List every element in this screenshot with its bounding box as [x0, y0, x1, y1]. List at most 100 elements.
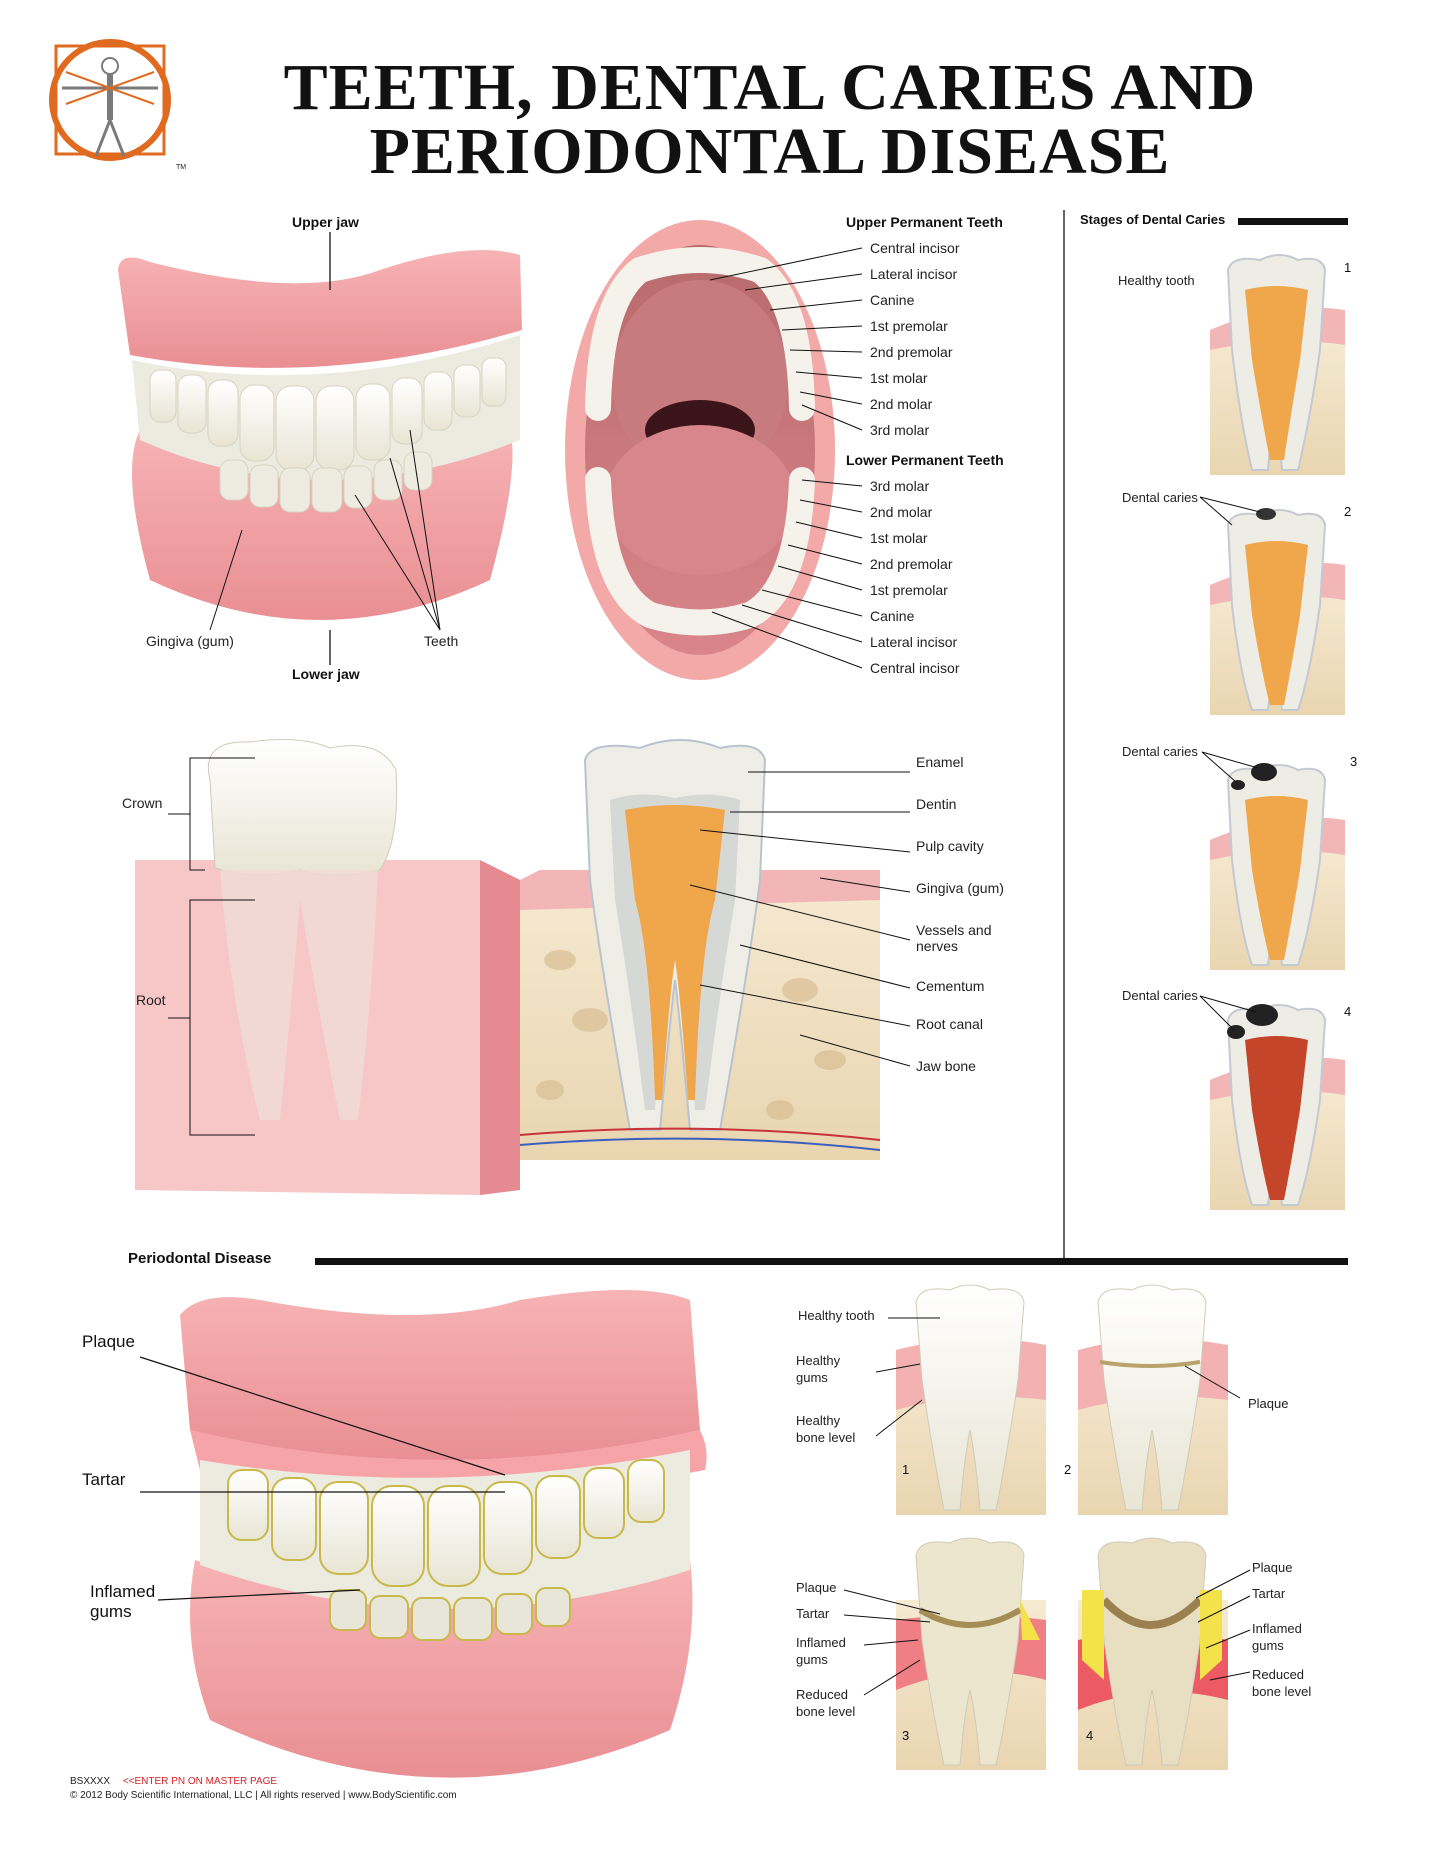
root-label: Root — [136, 992, 166, 1008]
p4-inflamed-line-1: Inflamed — [1252, 1621, 1302, 1636]
upper-tooth-label: Lateral incisor — [870, 266, 958, 282]
periodontal-panel-1-illustration — [875, 1284, 1046, 1515]
gingiva-section-label: Gingiva (gum) — [916, 880, 1004, 896]
footer-code-line: BSXXXX <<ENTER PN ON MASTER PAGE — [70, 1776, 277, 1787]
p1-healthy-tooth-label: Healthy tooth — [798, 1308, 875, 1323]
root-canal-label: Root canal — [916, 1016, 983, 1032]
lower-jaw-label: Lower jaw — [292, 666, 360, 682]
p1-gums-line-2: gums — [796, 1370, 828, 1385]
inflamed-line-1: Inflamed — [90, 1582, 156, 1601]
caries-heading: Stages of Dental Caries — [1080, 212, 1226, 227]
pulp-cavity-label: Pulp cavity — [916, 838, 984, 854]
gingiva-label: Gingiva (gum) — [146, 633, 234, 649]
tartar-label: Tartar — [82, 1470, 126, 1489]
dentin-label: Dentin — [916, 796, 957, 812]
upper-tooth-label: 3rd molar — [870, 422, 930, 438]
caries-stage-4-label: Dental caries — [1122, 988, 1198, 1003]
inflamed-gums-label: Inflamed gums — [90, 1582, 155, 1622]
upper-jaw-label: Upper jaw — [292, 214, 359, 230]
periodontal-heading: Periodontal Disease — [128, 1250, 272, 1267]
upper-tooth-label: 1st premolar — [870, 318, 948, 334]
periodontal-heading-bar — [315, 1258, 1348, 1265]
lower-tooth-label: 1st molar — [870, 530, 928, 546]
lower-tooth-label: Canine — [870, 608, 915, 624]
upper-tooth-label: 2nd molar — [870, 396, 933, 412]
caries-stage-3-label: Dental caries — [1122, 744, 1198, 759]
lower-tooth-label: 1st premolar — [870, 582, 948, 598]
p4-reduced-line-1: Reduced — [1252, 1667, 1305, 1682]
p4-tartar-label: Tartar — [1252, 1586, 1286, 1601]
upper-teeth-heading: Upper Permanent Teeth — [846, 214, 1003, 230]
caries-stage-2-number: 2 — [1344, 504, 1352, 519]
periodontal-panel-2-illustration — [1078, 1284, 1241, 1515]
p3-reduced-line-2: bone level — [796, 1704, 856, 1719]
p3-inflamed-line-2: gums — [796, 1652, 828, 1667]
p1-gums-line-1: Healthy — [796, 1353, 841, 1368]
lower-tooth-label: Central incisor — [870, 660, 960, 676]
cementum-label: Cementum — [916, 978, 985, 994]
p1-healthy-gums-label: Healthy gums — [796, 1352, 840, 1386]
p1-number: 1 — [902, 1462, 910, 1477]
p3-number: 3 — [902, 1728, 910, 1743]
footer-code: BSXXXX — [70, 1776, 111, 1787]
upper-tooth-label: 2nd premolar — [870, 344, 953, 360]
periodontal-jaw-illustration — [139, 1290, 707, 1778]
caries-stage-1-number: 1 — [1344, 260, 1352, 275]
p4-reduced-label: Reduced bone level — [1252, 1666, 1311, 1700]
p4-plaque-label: Plaque — [1252, 1560, 1293, 1575]
caries-stage-4-number: 4 — [1344, 1004, 1352, 1019]
jaw-illustration — [118, 232, 522, 665]
caries-heading-bar — [1238, 218, 1348, 225]
p3-plaque-label: Plaque — [796, 1580, 837, 1595]
caries-stage-2-illustration — [1199, 496, 1345, 715]
inflamed-line-2: gums — [90, 1602, 132, 1621]
vessels-label: Vessels and — [916, 922, 992, 938]
lower-tooth-label: 2nd molar — [870, 504, 933, 520]
upper-tooth-label: 1st molar — [870, 370, 928, 386]
tooth-anatomy-illustration — [135, 739, 911, 1195]
p1-bone-line-2: bone level — [796, 1430, 856, 1445]
p2-plaque-label: Plaque — [1248, 1396, 1289, 1411]
open-mouth-illustration — [565, 220, 863, 680]
lower-teeth-heading: Lower Permanent Teeth — [846, 452, 1004, 468]
page-title: TEETH, DENTAL CARIES AND PERIODONTAL DIS… — [250, 51, 1290, 188]
caries-stage-2-label: Dental caries — [1122, 490, 1198, 505]
p3-inflamed-line-1: Inflamed — [796, 1635, 846, 1650]
vitruvian-logo-icon — [49, 39, 171, 161]
footer-enter-pn: <<ENTER PN ON MASTER PAGE — [122, 1776, 278, 1787]
jaw-bone-label: Jaw bone — [916, 1058, 976, 1074]
crown-label: Crown — [122, 795, 163, 811]
plaque-label: Plaque — [82, 1332, 135, 1351]
p4-reduced-line-2: bone level — [1252, 1684, 1312, 1699]
p4-inflamed-line-2: gums — [1252, 1638, 1284, 1653]
periodontal-panel-4-illustration — [1078, 1537, 1251, 1770]
lower-tooth-label: Lateral incisor — [870, 634, 958, 650]
p4-inflamed-label: Inflamed gums — [1252, 1620, 1302, 1654]
title-line-2: PERIODONTAL DISEASE — [369, 115, 1171, 188]
p3-reduced-label: Reduced bone level — [796, 1686, 855, 1720]
caries-stage-1-label: Healthy tooth — [1118, 273, 1195, 288]
upper-tooth-label: Canine — [870, 292, 915, 308]
upper-tooth-label: Central incisor — [870, 240, 960, 256]
lower-teeth-list: 3rd molar 2nd molar 1st molar 2nd premol… — [870, 478, 959, 686]
title-line-1: TEETH, DENTAL CARIES AND — [283, 51, 1257, 124]
p3-reduced-line-1: Reduced — [796, 1687, 849, 1702]
caries-stage-1-illustration — [1210, 254, 1345, 475]
caries-stage-3-number: 3 — [1350, 754, 1358, 769]
nerves-label: nerves — [916, 938, 959, 954]
p1-bone-line-1: Healthy — [796, 1413, 841, 1428]
p1-healthy-bone-label: Healthy bone level — [796, 1412, 855, 1446]
caries-stage-4-illustration — [1199, 995, 1345, 1210]
enamel-label: Enamel — [916, 754, 964, 770]
lower-tooth-label: 3rd molar — [870, 478, 930, 494]
teeth-label: Teeth — [424, 633, 459, 649]
p2-number: 2 — [1064, 1462, 1072, 1477]
periodontal-panel-3-illustration — [843, 1537, 1046, 1770]
p3-inflamed-label: Inflamed gums — [796, 1634, 846, 1668]
lower-tooth-label: 2nd premolar — [870, 556, 953, 572]
footer-copyright: © 2012 Body Scientific International, LL… — [70, 1790, 457, 1801]
caries-stage-3-illustration — [1201, 751, 1345, 970]
upper-teeth-list: Central incisor Lateral incisor Canine 1… — [870, 240, 959, 448]
p4-number: 4 — [1086, 1728, 1094, 1743]
